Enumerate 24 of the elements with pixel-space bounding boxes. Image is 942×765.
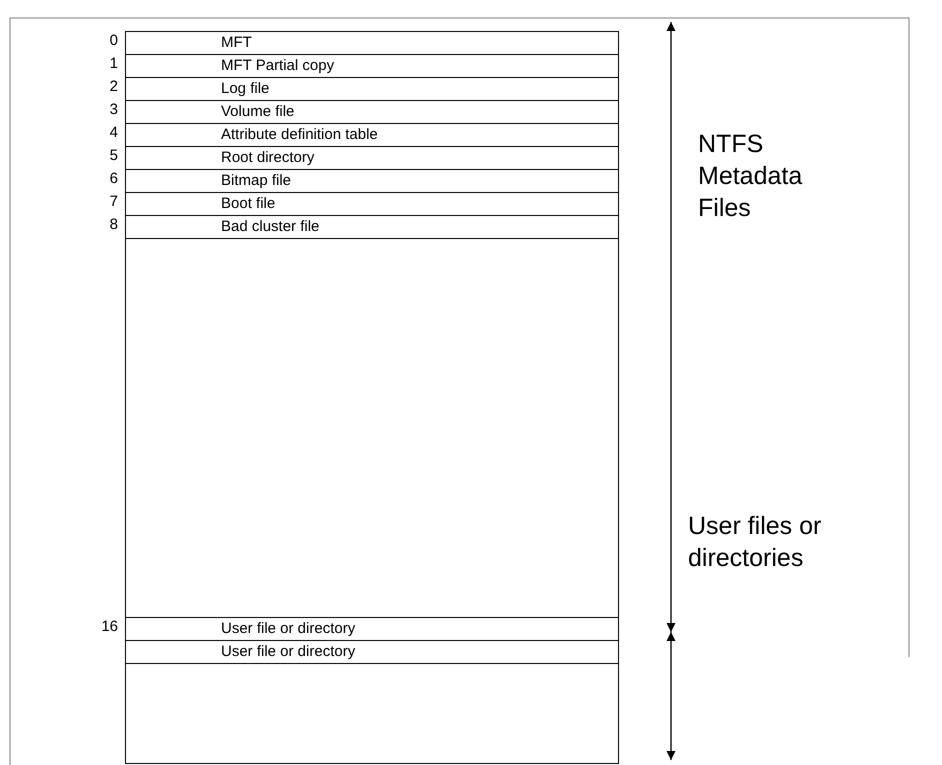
row-number: 16 <box>101 617 118 637</box>
row-number: 0 <box>110 31 118 51</box>
row-number: 3 <box>110 100 118 120</box>
section-label: User files or directories <box>688 511 822 574</box>
row-label: Boot file <box>221 194 276 214</box>
row-number: 7 <box>110 192 118 212</box>
row-label: MFT <box>221 33 252 53</box>
row-label: Bad cluster file <box>221 217 320 237</box>
row-label: Bitmap file <box>221 171 292 191</box>
row-label: User file or directory <box>221 619 356 639</box>
row-number: 5 <box>110 146 118 166</box>
row-label: MFT Partial copy <box>221 56 334 76</box>
table-frame <box>125 31 619 764</box>
row-label: Root directory <box>221 148 314 168</box>
row-label: Volume file <box>221 102 294 122</box>
row-label: Log file <box>221 79 270 99</box>
row-number: 2 <box>110 77 118 97</box>
row-number: 8 <box>110 215 118 235</box>
row-number: 1 <box>110 54 118 74</box>
row-number: 4 <box>110 123 118 143</box>
row-label: Attribute definition table <box>221 125 378 145</box>
row-label: User file or directory <box>221 642 356 662</box>
row-number: 6 <box>110 169 118 189</box>
section-label: NTFS Metadata Files <box>698 129 804 224</box>
